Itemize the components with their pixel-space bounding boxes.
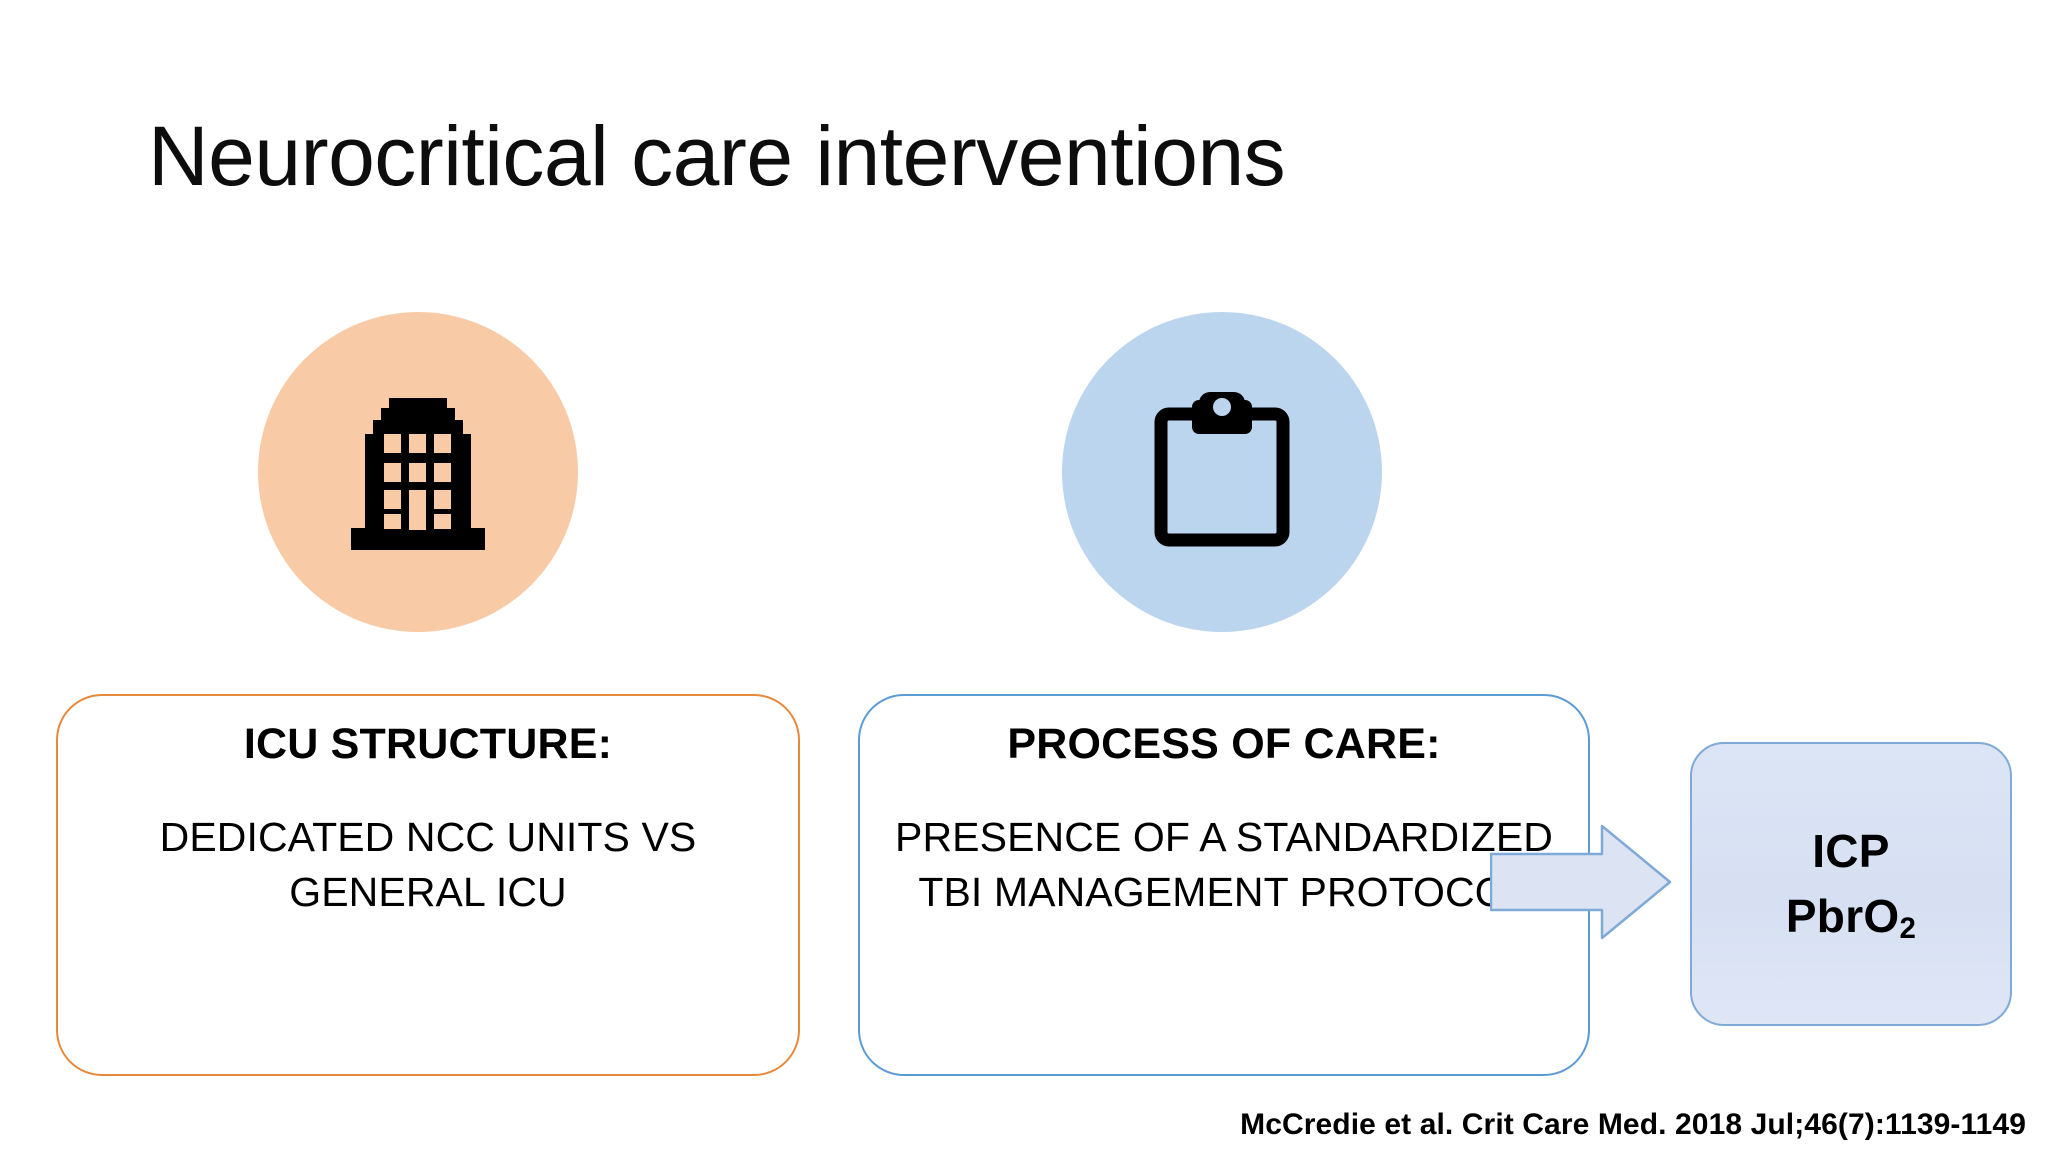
- outcome-box: ICP PbrO2: [1690, 742, 2012, 1026]
- process-of-care-body: PRESENCE OF A STANDARDIZED TBI MANAGEMEN…: [895, 814, 1553, 915]
- icu-structure-heading: ICU STRUCTURE:: [243, 720, 613, 768]
- process-of-care-box: PROCESS OF CARE: PRESENCE OF A STANDARDI…: [858, 694, 1590, 1076]
- outcome-icp-label: ICP: [1812, 824, 1890, 877]
- building-icon: [343, 390, 493, 555]
- outcome-pbro2-label: PbrO2: [1786, 884, 1916, 949]
- process-of-care-heading: PROCESS OF CARE:: [1007, 720, 1441, 768]
- outcome-pbro2-main: PbrO: [1785, 890, 1900, 942]
- process-of-care-icon-circle: [1062, 312, 1382, 632]
- right-arrow-icon: [1489, 820, 1672, 944]
- icu-structure-icon-circle: [258, 312, 578, 632]
- citation-text: McCredie et al. Crit Care Med. 2018 Jul;…: [1240, 1108, 2026, 1141]
- page-title: Neurocritical care interventions: [148, 109, 1286, 203]
- clipboard-icon: [1147, 390, 1297, 555]
- outcome-pbro2-subscript: 2: [1899, 912, 1917, 946]
- icu-structure-box: ICU STRUCTURE: DEDICATED NCC UNITS VS GE…: [56, 694, 800, 1076]
- icu-structure-body: DEDICATED NCC UNITS VS GENERAL ICU: [159, 814, 697, 915]
